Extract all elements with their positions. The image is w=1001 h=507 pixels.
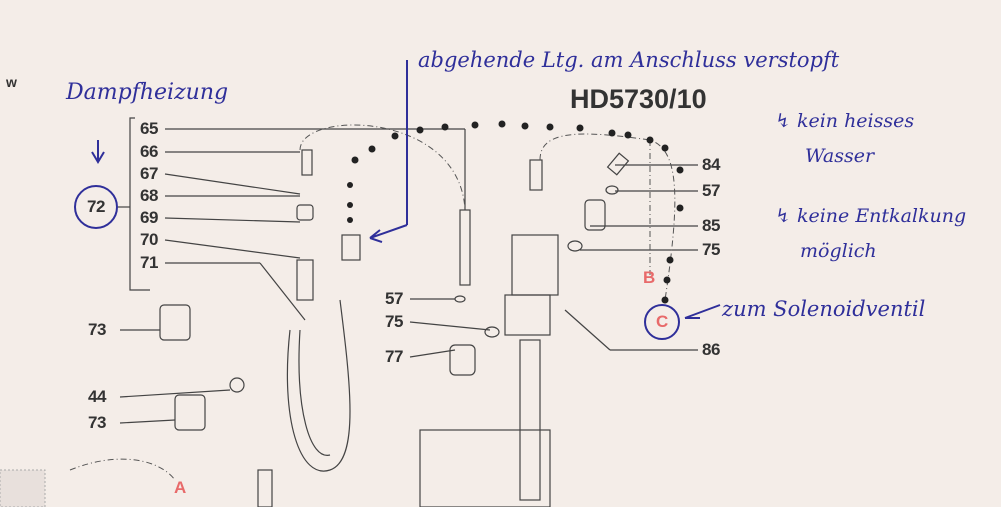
part-number: 67 (140, 164, 158, 183)
part-number: 69 (140, 208, 158, 227)
part-number: 77 (385, 347, 403, 366)
part-number: 73 (88, 413, 106, 432)
part-number: 75 (385, 312, 403, 331)
note-moeglich: möglich (800, 240, 877, 262)
part-number: 85 (702, 216, 720, 235)
hose-route-dots (347, 120, 684, 304)
connector-b: B (643, 268, 656, 287)
note-blocked-line: abgehende Ltg. am Anschluss verstopft (418, 48, 840, 72)
part-number: 75 (702, 240, 720, 259)
note-wasser: Wasser (805, 145, 875, 167)
connector-a: A (174, 478, 187, 497)
part-number: 73 (88, 320, 106, 339)
note-no-descaling: ↯ keine Entkalkung (775, 205, 967, 227)
part-number: 44 (88, 387, 106, 406)
edge-letter: w (6, 74, 17, 90)
model-title: HD5730/10 (570, 84, 707, 114)
part-number: 57 (385, 289, 403, 308)
part-number: 71 (140, 253, 158, 272)
part-number: 86 (702, 340, 720, 359)
part-number: 72 (87, 197, 105, 216)
part-number: 57 (702, 181, 720, 200)
part-number: 84 (702, 155, 720, 174)
note-no-hot-water: ↯ kein heisses (775, 110, 915, 132)
part-number: 70 (140, 230, 158, 249)
part-number: 68 (140, 186, 158, 205)
connector-c: C (656, 312, 669, 331)
note-dampfheizung: Dampfheizung (66, 80, 229, 105)
part-number: 66 (140, 142, 158, 161)
note-to-solenoid: zum Solenoidventil (722, 297, 926, 321)
part-number: 65 (140, 119, 158, 138)
